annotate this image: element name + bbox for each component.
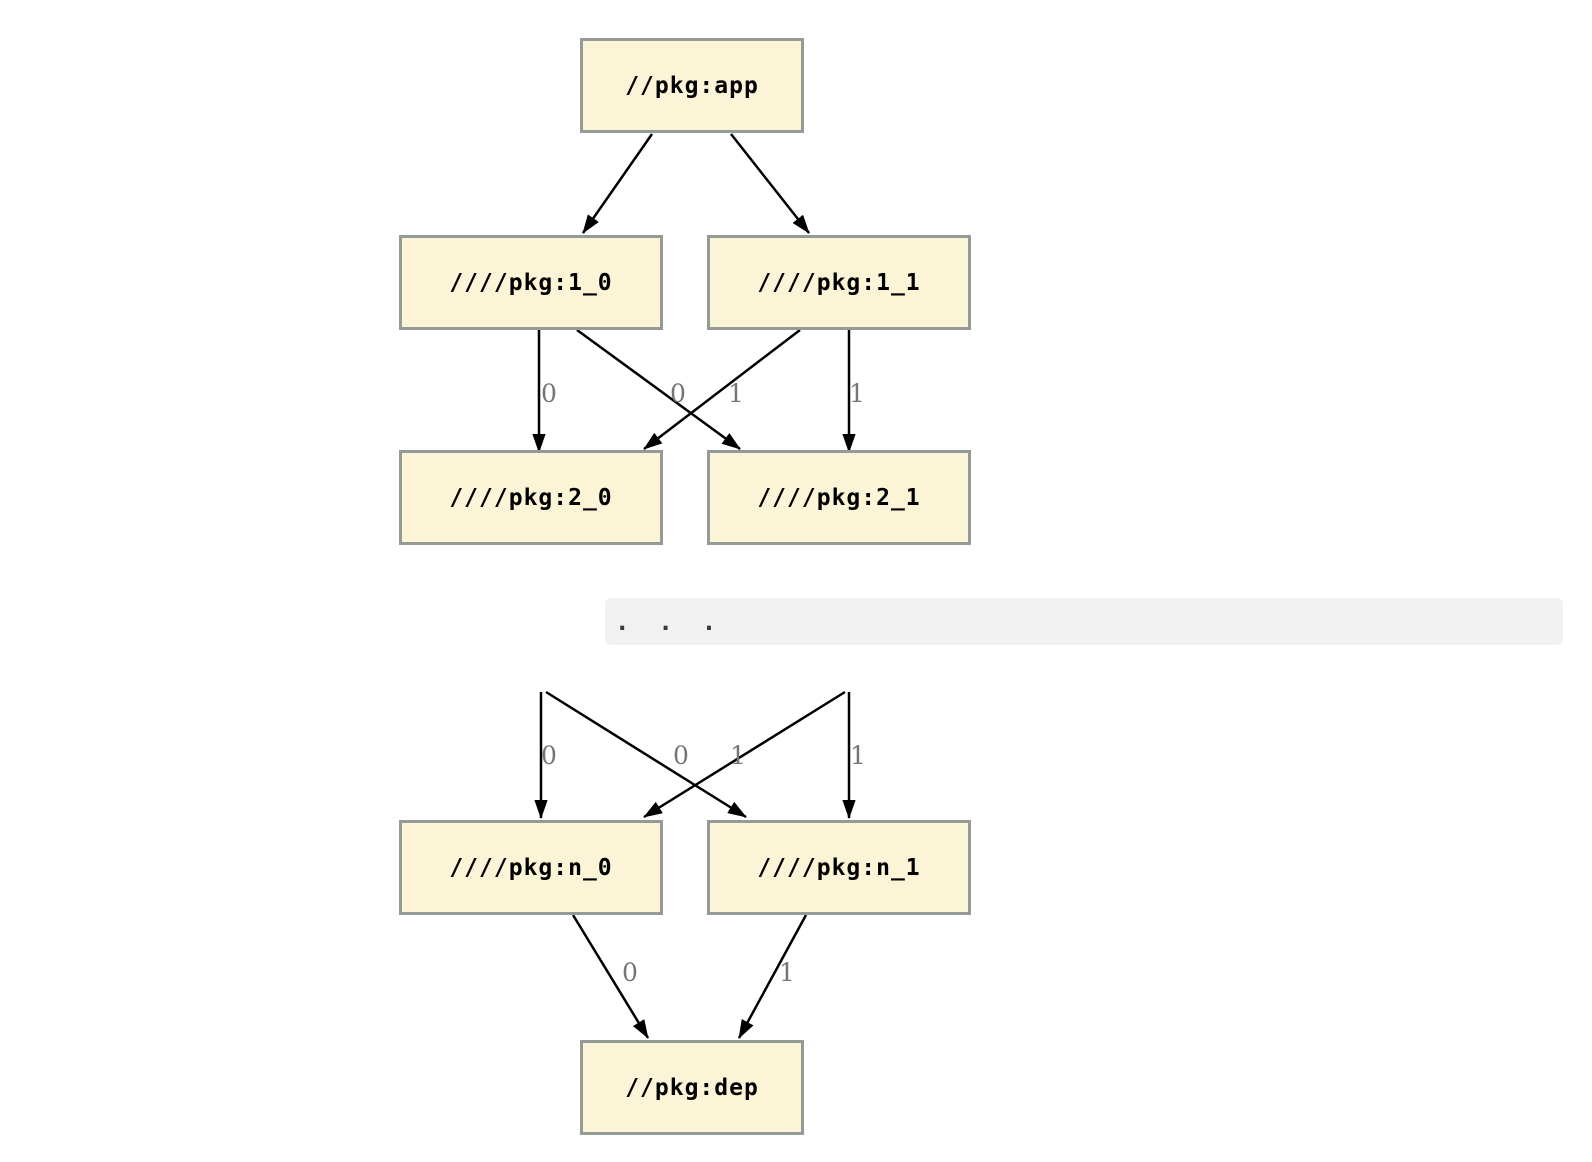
edge-label: 1 (728, 379, 744, 408)
edge-n-1-to-dep (737, 914, 808, 1039)
edge-label: 0 (622, 958, 638, 987)
node-pkg-2-1: ////pkg:2_1 (707, 450, 971, 545)
edge-1-1-to-2-0 (643, 329, 801, 450)
node-pkg-n-0: ////pkg:n_0 (399, 820, 663, 915)
ellipsis-band: . . . (605, 598, 1563, 645)
ellipsis-text: . . . (615, 608, 717, 636)
edge-label: 0 (541, 379, 557, 408)
edge-n-0-to-dep (571, 914, 650, 1039)
edge-label: 1 (779, 958, 795, 987)
node-label: ////pkg:1_1 (757, 269, 921, 296)
node-pkg-app: //pkg:app (580, 38, 804, 133)
edge-label: 1 (850, 741, 866, 770)
node-pkg-n-1: ////pkg:n_1 (707, 820, 971, 915)
edge-label: 0 (673, 741, 689, 770)
edge-ellipsis-to-n-1-cross (545, 690, 747, 819)
edge-label: 0 (670, 379, 686, 408)
edge-app-to-1-1 (730, 133, 810, 234)
edge-label: 1 (730, 741, 746, 770)
node-pkg-1-1: ////pkg:1_1 (707, 235, 971, 330)
node-pkg-dep: //pkg:dep (580, 1040, 804, 1135)
node-label: ////pkg:1_0 (449, 269, 613, 296)
edge-app-to-1-0 (581, 133, 654, 234)
node-label: //pkg:app (625, 72, 759, 99)
node-label: //pkg:dep (625, 1074, 759, 1101)
node-pkg-2-0: ////pkg:2_0 (399, 450, 663, 545)
node-label: ////pkg:n_0 (449, 854, 613, 881)
node-label: ////pkg:2_0 (449, 484, 613, 511)
node-label: ////pkg:n_1 (757, 854, 921, 881)
edge-label: 1 (849, 379, 865, 408)
edge-label: 0 (541, 741, 557, 770)
edge-1-0-to-2-1 (576, 328, 741, 451)
edge-ellipsis-to-n-0-cross (643, 690, 846, 819)
node-label: ////pkg:2_1 (757, 484, 921, 511)
node-pkg-1-0: ////pkg:1_0 (399, 235, 663, 330)
